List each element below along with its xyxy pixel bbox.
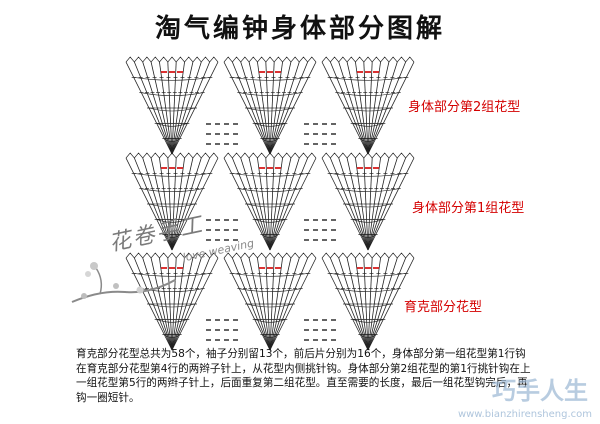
stitch-row-arc	[262, 234, 278, 238]
row-label-body-group-1: 身体部分第1组花型	[412, 201, 525, 216]
stitch-top-loops	[125, 152, 219, 159]
stitch-top-loops	[223, 56, 317, 63]
stitch-fan-0	[125, 56, 219, 155]
stitch-fan-8	[321, 252, 415, 351]
stitch-row-arc	[262, 334, 278, 338]
stitch-fan-5	[321, 152, 415, 251]
row-label-yoke: 育克部分花型	[404, 300, 483, 315]
stitch-row-arc	[133, 77, 211, 81]
stitch-row-arc	[239, 188, 301, 192]
stitch-top-loops	[321, 56, 415, 63]
stitch-row-arc	[329, 273, 407, 277]
stitch-row-arc	[254, 219, 286, 223]
stitch-row-arc	[156, 219, 188, 223]
stitch-top-loops	[321, 152, 415, 159]
site-url: www.bianzhirensheng.com	[457, 409, 592, 420]
stitch-row-arc	[148, 107, 196, 112]
stitch-row-arc	[352, 319, 384, 323]
stitch-fan-1	[223, 56, 317, 155]
stitch-row-arc	[360, 138, 376, 142]
plum-branch-decoration	[71, 262, 176, 303]
page-title: 淘气编钟身体部分图解	[154, 14, 445, 44]
stitch-row-arc	[344, 107, 392, 112]
stitch-row-arc	[133, 273, 211, 277]
stitch-top-loops	[125, 252, 219, 259]
stitch-row-arc	[254, 123, 286, 127]
stitch-row-arc	[246, 303, 294, 308]
stitch-row-arc	[337, 288, 399, 292]
stitch-row-arc	[337, 188, 399, 192]
stitch-row-arc	[156, 319, 188, 323]
stitch-top-loops	[125, 56, 219, 63]
stitch-row-arc	[254, 319, 286, 323]
stitch-row-arc	[329, 173, 407, 177]
stitch-row-arc	[239, 92, 301, 96]
stitch-row-arc	[148, 203, 196, 208]
stitch-row-arc	[262, 138, 278, 142]
pattern-description: 育克部分花型总共为58个，袖子分别留13个，前后片分别为16个，身体部分第一组花…	[76, 348, 531, 404]
stitch-row-arc	[141, 92, 203, 96]
stitch-row-arc	[246, 107, 294, 112]
stitch-row-arc	[360, 234, 376, 238]
row-label-body-group-2: 身体部分第2组花型	[408, 100, 521, 115]
stitch-top-loops	[223, 252, 317, 259]
stitch-row-arc	[344, 203, 392, 208]
stitch-fan-6	[125, 252, 219, 351]
stitch-top-loops	[321, 252, 415, 259]
stitch-fan-4	[223, 152, 317, 251]
stitch-row-arc	[231, 173, 309, 177]
stitch-row-arc	[133, 173, 211, 177]
stitch-fan-2	[321, 56, 415, 155]
stitch-row-arc	[231, 77, 309, 81]
stitch-row-arc	[141, 288, 203, 292]
stitch-fan-3	[125, 152, 219, 251]
stitch-row-arc	[141, 188, 203, 192]
stitch-row-arc	[352, 219, 384, 223]
stitch-row-arc	[231, 273, 309, 277]
stitch-row-arc	[164, 138, 180, 142]
stitch-row-arc	[352, 123, 384, 127]
stitch-row-arc	[164, 234, 180, 238]
stitch-row-arc	[360, 334, 376, 338]
stitch-row-arc	[246, 203, 294, 208]
stitch-row-arc	[156, 123, 188, 127]
stitch-fan-7	[223, 252, 317, 351]
stitch-row-arc	[164, 334, 180, 338]
site-logo: 巧手人生	[492, 377, 588, 405]
stitch-top-loops	[223, 152, 317, 159]
stitch-row-arc	[329, 77, 407, 81]
stitch-row-arc	[337, 92, 399, 96]
stitch-row-arc	[148, 303, 196, 308]
stitch-row-arc	[344, 303, 392, 308]
stitch-row-arc	[239, 288, 301, 292]
